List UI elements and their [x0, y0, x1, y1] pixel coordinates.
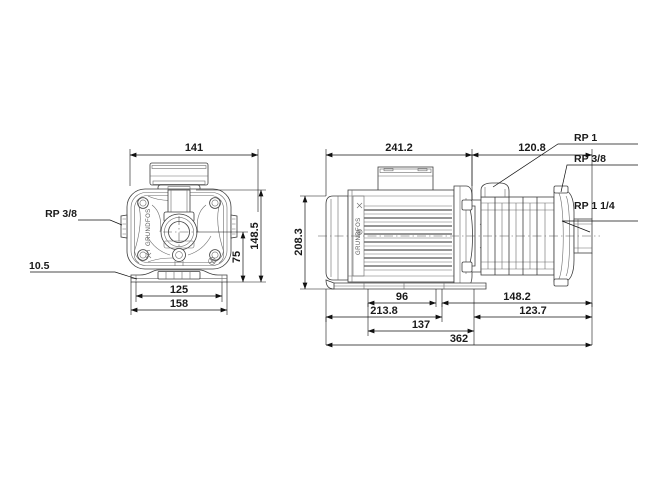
dim-213-8: 213.8: [370, 305, 398, 317]
side-view-geometry: GRUNDFOS: [318, 166, 600, 290]
dim-362: 362: [450, 333, 468, 345]
dim-148-2: 148.2: [503, 291, 531, 303]
base-plate-side: [325, 279, 487, 290]
dim-148-5: 148.5: [249, 222, 261, 250]
terminal-box: [149, 162, 209, 192]
dim-96: 96: [396, 291, 408, 303]
brand-mark-front: [145, 250, 152, 259]
front-view-geometry: GRUNDFOS: [120, 162, 238, 283]
motor-end-cover: [325, 195, 349, 281]
dim-125: 125: [170, 284, 188, 296]
callout-rp-1-1-4: RP 1 1/4: [574, 200, 615, 212]
cooling-fins: [364, 205, 452, 271]
dim-141: 141: [185, 142, 203, 154]
pump-shaft-hub: [160, 189, 198, 266]
side-view-dimensions: 241.2 120.8 208.3 96 148.2 213.8 123.7: [293, 132, 638, 348]
callout-rp-1: RP 1: [574, 132, 597, 144]
dim-158: 158: [170, 298, 188, 310]
dim-123-7: 123.7: [519, 305, 547, 317]
corner-bolts: [137, 197, 221, 261]
brand-mark-side: [356, 202, 363, 235]
brand-text-front: GRUNDFOS: [146, 208, 152, 246]
dim-75: 75: [231, 251, 243, 263]
suction-nozzle: [480, 182, 510, 198]
dim-241-2: 241.2: [385, 142, 413, 154]
dim-120-8: 120.8: [518, 142, 546, 154]
dim-137: 137: [412, 319, 430, 331]
front-view-dimensions: 141 148.5 75 125 158 10.5 RP 3/8: [29, 142, 266, 315]
brand-mark-secondary: [208, 257, 216, 265]
base-plate-front: [130, 269, 228, 283]
callout-rp-3-8-side: RP 3/8: [574, 153, 606, 165]
dim-208-3: 208.3: [293, 228, 305, 256]
callout-rp-3-8-front: RP 3/8: [45, 208, 77, 220]
callout-10-5: 10.5: [29, 260, 50, 272]
